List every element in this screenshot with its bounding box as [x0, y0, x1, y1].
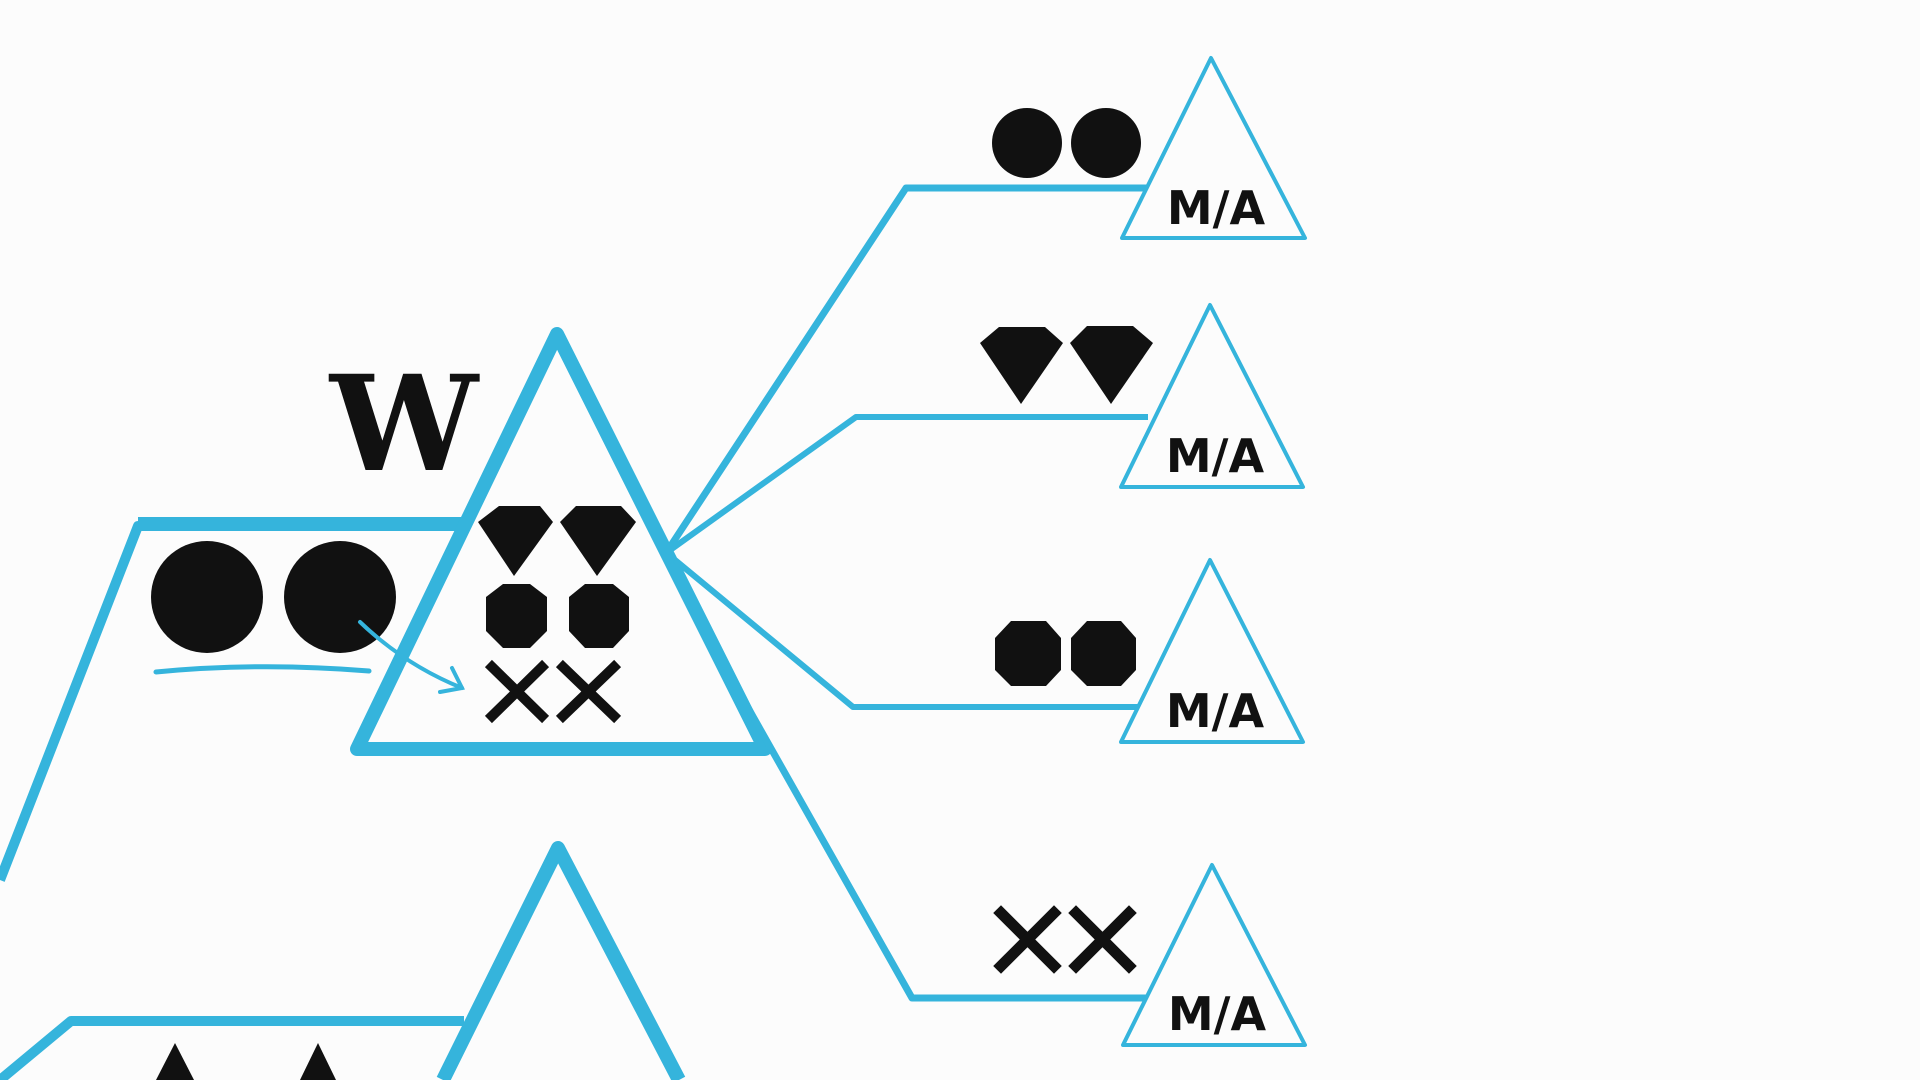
cross-icon: [1068, 905, 1137, 974]
input-flow-arrow: [358, 620, 464, 690]
output-label-2: M/A: [1166, 429, 1265, 483]
triangle-icon: [156, 1043, 194, 1080]
output-triangle-1: [1120, 56, 1307, 240]
branch-path-3: [673, 557, 1148, 710]
diamond-icon: [478, 506, 553, 576]
main-node-contents: [478, 506, 636, 724]
octagon-icon: [995, 621, 1061, 686]
cross-icon: [555, 659, 622, 724]
output-shapes-2: [980, 326, 1153, 404]
diamond-icon: [980, 327, 1063, 404]
cross-icon: [484, 659, 550, 724]
output-label-3: M/A: [1166, 684, 1265, 738]
octagon-icon: [569, 584, 629, 648]
cross-icon: [993, 905, 1062, 974]
output-shapes-3: [995, 621, 1136, 686]
stage-label: W: [328, 347, 480, 502]
input-path-lower: [0, 1016, 464, 1080]
output-shapes-4: [993, 905, 1137, 974]
secondary-triangle-node: [436, 841, 686, 1080]
input-circle-1: [151, 541, 263, 653]
output-label-1: M/A: [1167, 181, 1266, 235]
input-flow-underline: [153, 664, 372, 675]
octagon-icon: [486, 584, 547, 648]
output-triangle-3: [1119, 558, 1305, 744]
circle-icon: [1071, 108, 1141, 178]
branch-path-1: [663, 184, 1148, 555]
octagon-icon: [1071, 621, 1136, 686]
arrow-head-icon: [438, 666, 465, 694]
triangle-icon: [300, 1043, 336, 1080]
branch-path-2: [664, 414, 1148, 556]
input-circle-2: [284, 541, 396, 653]
output-shapes-1: [992, 108, 1141, 178]
output-label-4: M/A: [1168, 987, 1267, 1041]
diamond-icon: [560, 506, 636, 576]
diamond-icon: [1070, 326, 1153, 404]
output-triangle-2: [1119, 303, 1305, 489]
circle-icon: [992, 108, 1062, 178]
output-triangle-4: [1121, 863, 1307, 1047]
main-triangle-node: [350, 327, 772, 756]
branch-path-4: [686, 594, 1148, 1002]
